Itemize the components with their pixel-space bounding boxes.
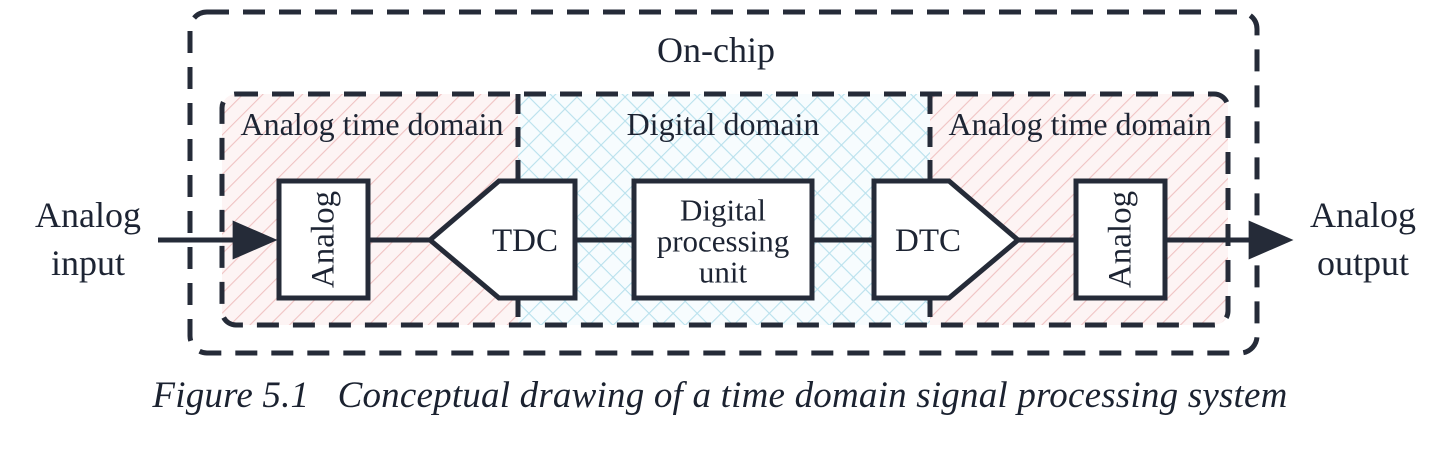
domain-dividers <box>515 94 933 325</box>
block-digital-processing-unit[interactable]: Digital processing unit <box>631 178 815 301</box>
block-tdc-label: TDC <box>492 223 558 259</box>
on-chip-boundary <box>187 9 1260 356</box>
io-input-label-line2: input <box>51 243 125 283</box>
block-dtc[interactable]: DTC <box>871 178 1022 301</box>
block-dpu-shape <box>631 178 815 301</box>
block-dpu-label-line2: processing <box>657 224 790 259</box>
block-analog-out-shape <box>1073 178 1168 301</box>
block-dtc-label: DTC <box>895 223 961 259</box>
region-label-analog-right: Analog time domain <box>948 106 1211 142</box>
block-tdc-shape <box>426 178 578 301</box>
io-output-label-line1: Analog <box>1310 195 1416 235</box>
io-output-label-line2: output <box>1317 243 1409 283</box>
block-analog-in-shape <box>276 178 371 301</box>
io-label-output: Analog output <box>1310 195 1416 283</box>
block-dpu-label-line3: unit <box>699 255 748 290</box>
io-input-label-line1: Analog <box>35 195 141 235</box>
block-analog-out[interactable]: Analog <box>1073 178 1168 301</box>
io-label-input: Analog input <box>35 195 141 283</box>
on-chip-label: On-chip <box>657 30 775 70</box>
region-label-digital: Digital domain <box>627 106 820 142</box>
figure-caption: Figure 5.1 Conceptual drawing of a time … <box>152 375 1288 416</box>
region-label-analog-left: Analog time domain <box>240 106 503 142</box>
block-analog-in[interactable]: Analog <box>276 178 371 301</box>
block-analog-in-label: Analog <box>306 191 342 288</box>
block-analog-out-label: Analog <box>1103 191 1139 288</box>
block-tdc[interactable]: TDC <box>426 178 578 301</box>
block-dtc-shape <box>871 178 1022 301</box>
block-dpu-label-line1: Digital <box>680 193 766 228</box>
domain-band-boundary <box>219 91 1231 328</box>
